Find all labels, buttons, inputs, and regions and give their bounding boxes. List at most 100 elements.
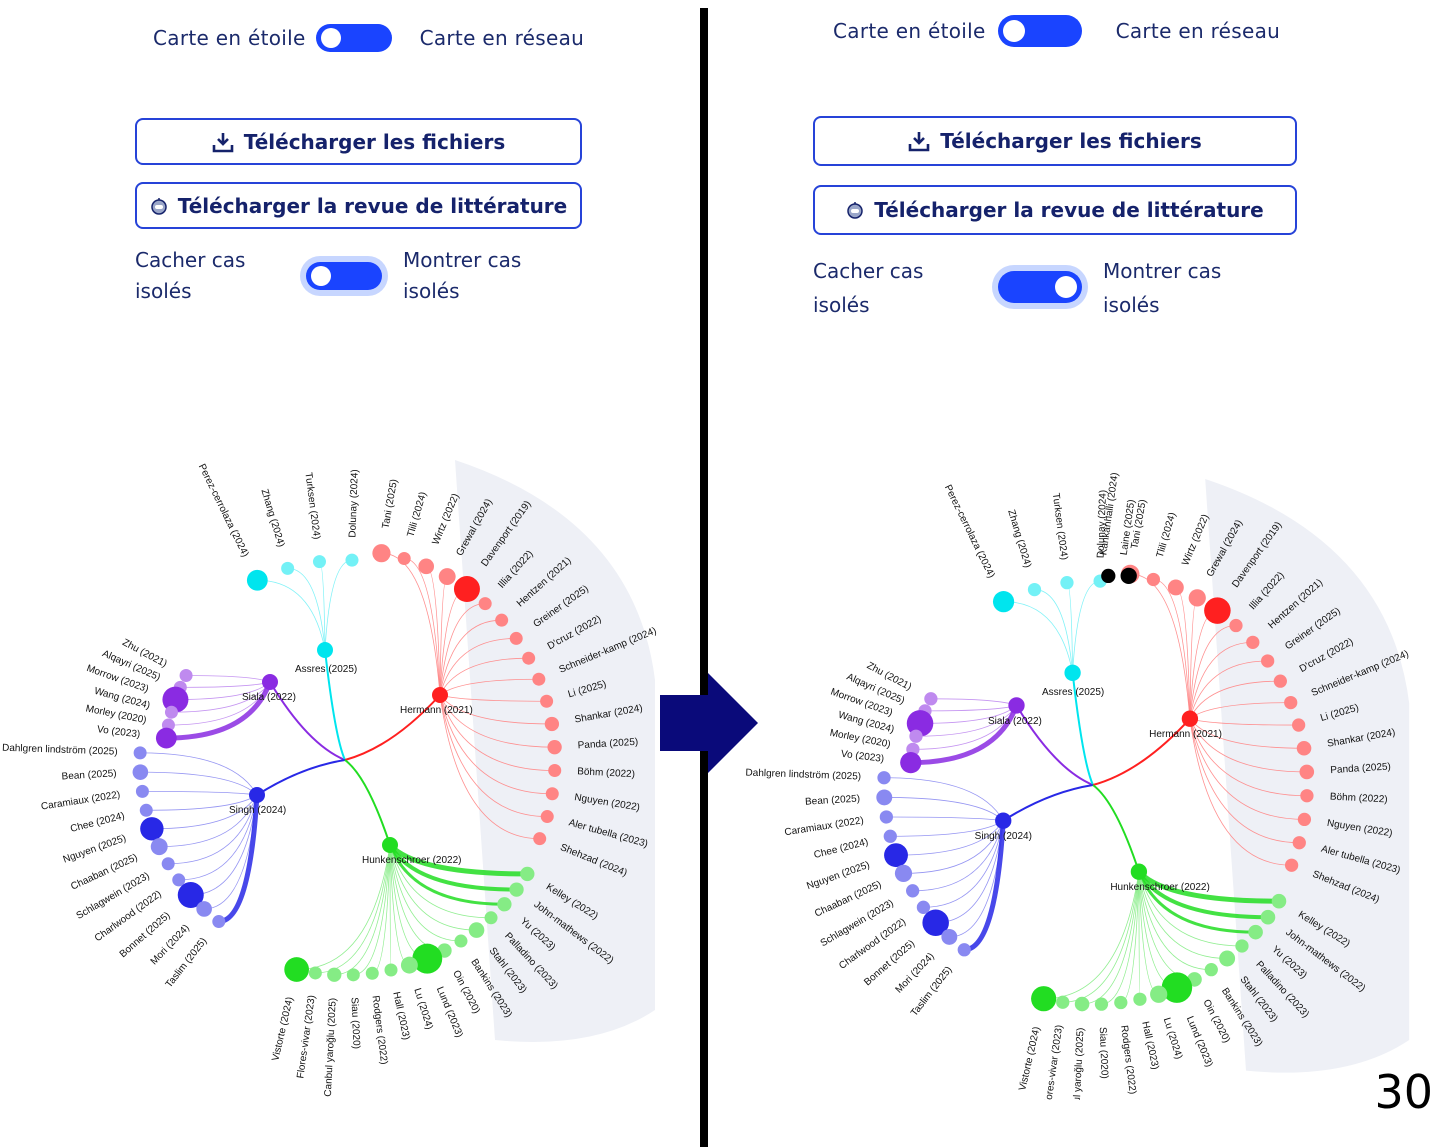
node-caramiaux-2022[interactable]: [879, 810, 893, 824]
node-wang-2024[interactable]: [164, 705, 178, 719]
hub-hermann-2021[interactable]: [1181, 710, 1199, 727]
node-siau-2020[interactable]: [346, 968, 360, 982]
node-zhang-2024[interactable]: [1027, 582, 1042, 597]
node-panda-2025[interactable]: [547, 740, 562, 755]
node-d-cruz-2022[interactable]: [1273, 674, 1287, 688]
node-wang-2024[interactable]: [909, 729, 923, 743]
hub-singh-2024[interactable]: [995, 812, 1012, 829]
node-charlwood-2022[interactable]: [172, 873, 186, 887]
node-shankar-2024[interactable]: [1296, 740, 1312, 756]
node-bohm-2022[interactable]: [548, 764, 562, 778]
node-yu-2023[interactable]: [497, 897, 512, 912]
node-aler-tubella-2023[interactable]: [540, 810, 554, 824]
download-files-button[interactable]: Télécharger les fichiers: [813, 116, 1297, 166]
node-canbul-yaroglu-2025[interactable]: [1074, 996, 1090, 1012]
node-flores-vivar-2023[interactable]: [1056, 995, 1070, 1009]
node-bonnet-2025[interactable]: [177, 882, 204, 909]
node-tlili-2024[interactable]: [1146, 572, 1161, 587]
hub-assres-2025[interactable]: [317, 642, 333, 658]
node-mori-2024[interactable]: [941, 928, 958, 945]
isolated-node-kankanhalli-2024[interactable]: [1101, 568, 1116, 584]
node-turksen-2024[interactable]: [1060, 576, 1074, 590]
node-nguyen-2025[interactable]: [884, 843, 908, 868]
node-schneider-kamp-2024[interactable]: [532, 672, 546, 686]
node-palladino-2023[interactable]: [1235, 939, 1249, 953]
node-chee-2024[interactable]: [139, 803, 153, 817]
node-dolunay-2024[interactable]: [345, 553, 359, 567]
node-rodgers-2022[interactable]: [365, 966, 379, 980]
node-vistorte-2024[interactable]: [1031, 986, 1057, 1012]
map-type-switch[interactable]: [315, 24, 392, 52]
download-files-button[interactable]: Télécharger les fichiers: [135, 118, 582, 165]
node-dahlgren-lindstrom-2025[interactable]: [133, 746, 147, 760]
node-hentzen-2021[interactable]: [495, 613, 509, 627]
node-li-2025[interactable]: [540, 694, 554, 708]
node-stahl-2023[interactable]: [468, 922, 485, 938]
node-dahlgren-lindstrom-2025[interactable]: [877, 771, 891, 785]
node-nguyen-2022[interactable]: [545, 787, 559, 801]
node-grewal-2024[interactable]: [1188, 589, 1206, 607]
node-siau-2020[interactable]: [1094, 997, 1109, 1011]
node-illia-2022[interactable]: [478, 597, 492, 611]
node-greiner-2025[interactable]: [1261, 654, 1275, 668]
node-bankins-2023[interactable]: [454, 934, 468, 948]
node-lu-2024[interactable]: [400, 956, 418, 974]
isolated-cases-switch[interactable]: [998, 271, 1082, 303]
node-chee-2024[interactable]: [883, 829, 897, 843]
node-zhang-2024[interactable]: [281, 561, 295, 575]
node-aler-tubella-2023[interactable]: [1292, 836, 1306, 850]
node-kelley-2022[interactable]: [520, 866, 535, 882]
hub-assres-2025[interactable]: [1064, 664, 1081, 681]
hub-siala-2022[interactable]: [262, 674, 278, 690]
node-tani-2025[interactable]: [372, 544, 391, 563]
node-perez-cerrolaza-2024[interactable]: [992, 591, 1015, 613]
download-review-button[interactable]: Télécharger la revue de littérature: [813, 185, 1297, 235]
node-lund-2023[interactable]: [1161, 972, 1193, 1003]
download-review-button[interactable]: Télécharger la revue de littérature: [135, 182, 582, 229]
node-greiner-2025[interactable]: [509, 631, 523, 645]
node-lu-2024[interactable]: [1150, 985, 1168, 1003]
node-shankar-2024[interactable]: [544, 716, 560, 732]
node-schlagwein-2023[interactable]: [161, 857, 175, 871]
node-canbul-yaroglu-2025[interactable]: [327, 967, 342, 982]
node-bean-2025[interactable]: [876, 789, 893, 806]
node-mori-2024[interactable]: [196, 901, 212, 917]
hub-siala-2022[interactable]: [1008, 697, 1025, 714]
node-nguyen-2022[interactable]: [1297, 812, 1312, 827]
node-illia-2022[interactable]: [1229, 618, 1243, 633]
node-vo-2023[interactable]: [155, 727, 177, 749]
node-hall-2023[interactable]: [384, 963, 398, 977]
node-john-mathews-2022[interactable]: [509, 882, 524, 897]
node-davenport-2019[interactable]: [453, 576, 480, 603]
hub-hermann-2021[interactable]: [432, 687, 448, 703]
node-bean-2025[interactable]: [132, 764, 149, 780]
hub-hunkenschroer-2022[interactable]: [1130, 863, 1148, 880]
node-turksen-2024[interactable]: [312, 555, 326, 569]
node-palladino-2023[interactable]: [484, 911, 498, 925]
node-flores-vivar-2023[interactable]: [308, 966, 322, 980]
node-bonnet-2025[interactable]: [922, 909, 949, 936]
node-zhu-2021[interactable]: [179, 668, 193, 682]
node-hentzen-2021[interactable]: [1246, 635, 1260, 649]
star-map-graph[interactable]: Zhu (2021)Alqayri (2025)Morrow (2023)Wan…: [0, 420, 700, 1100]
node-bankins-2023[interactable]: [1204, 963, 1218, 977]
node-caramiaux-2022[interactable]: [135, 784, 149, 798]
node-vo-2023[interactable]: [900, 752, 922, 774]
node-li-2025[interactable]: [1292, 718, 1306, 732]
node-taslim-2025[interactable]: [957, 943, 971, 957]
node-wirtz-2022[interactable]: [1167, 579, 1184, 596]
node-taslim-2025[interactable]: [212, 915, 226, 929]
node-john-mathews-2022[interactable]: [1260, 909, 1276, 925]
isolated-node-laine-2025[interactable]: [1120, 567, 1137, 585]
node-kelley-2022[interactable]: [1271, 893, 1287, 909]
hub-singh-2024[interactable]: [249, 787, 265, 803]
isolated-cases-switch[interactable]: [306, 262, 382, 290]
node-stahl-2023[interactable]: [1219, 950, 1236, 967]
node-lund-2023[interactable]: [412, 943, 443, 974]
node-schlagwein-2023[interactable]: [906, 884, 920, 898]
node-morrow-2023[interactable]: [162, 686, 189, 713]
node-chaaban-2025[interactable]: [150, 838, 168, 856]
node-tlili-2024[interactable]: [397, 552, 411, 566]
node-hall-2023[interactable]: [1133, 992, 1147, 1006]
node-charlwood-2022[interactable]: [916, 900, 931, 914]
